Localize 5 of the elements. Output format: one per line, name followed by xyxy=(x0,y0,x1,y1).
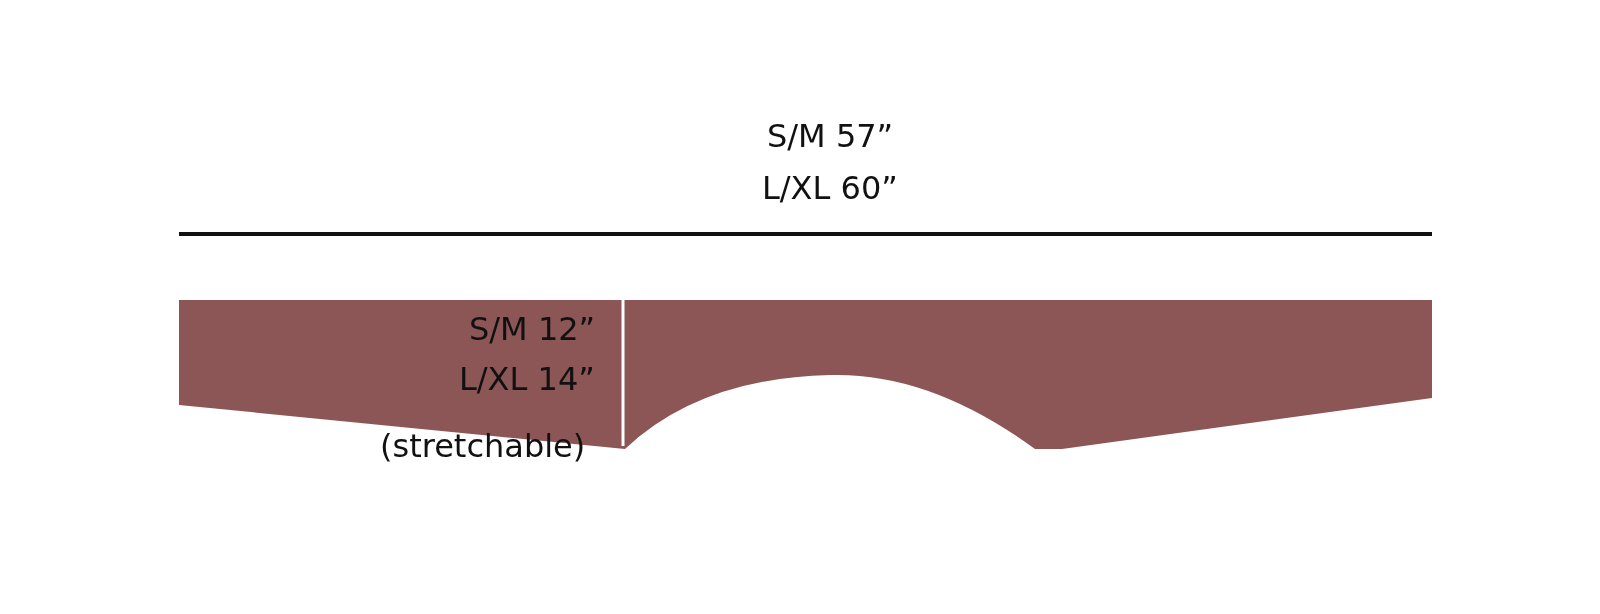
dimension-label: L/XL 14” xyxy=(459,363,595,395)
dimension-label: (stretchable) xyxy=(380,430,586,462)
dimension-label: S/M 57” xyxy=(767,120,894,152)
dimension-label: L/XL 60” xyxy=(762,172,898,204)
dimension-label: S/M 12” xyxy=(469,313,596,345)
